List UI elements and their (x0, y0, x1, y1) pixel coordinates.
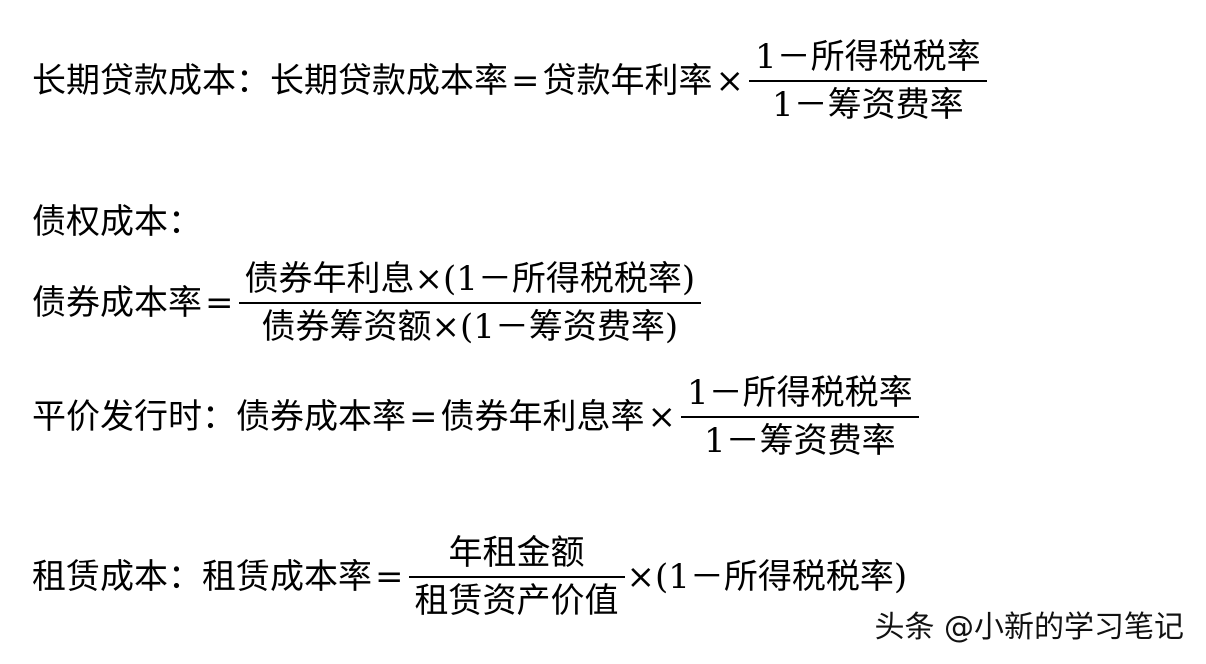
equals-sign: = (375, 557, 404, 597)
lease-tax-suffix: ×(1－所得税税率) (626, 557, 908, 597)
fraction-denominator: 1－筹资费率 (772, 85, 964, 125)
fraction-denominator: 租赁资产价值 (414, 581, 619, 621)
formula-bond-cost: 债券成本率 = 债券年利息×(1－所得税税率) 债券筹资额×(1－筹资费率) (32, 262, 703, 344)
lease-cost-lhs: 租赁成本率 (202, 557, 372, 597)
loan-cost-label: 长期贷款成本： (32, 61, 270, 101)
bond-cost-lhs: 债券成本率 (32, 283, 202, 323)
fraction-numerator: 1－所得税税率 (687, 373, 913, 413)
fraction-numerator: 1－所得税税率 (755, 37, 981, 77)
loan-cost-lhs: 长期贷款成本率 (270, 61, 508, 101)
bond-fraction: 债券年利息×(1－所得税税率) 债券筹资额×(1－筹资费率) (238, 259, 702, 347)
fraction-denominator: 债券筹资额×(1－筹资费率) (261, 307, 679, 347)
times-sign: × (715, 61, 745, 101)
lease-fraction: 年租金额 租赁资产价值 (408, 533, 625, 621)
par-interest-factor: 债券年利息率 (440, 397, 645, 437)
fraction-bar (749, 80, 987, 82)
loan-rate-factor: 贷款年利率 (542, 61, 713, 101)
fraction-bar (681, 416, 919, 418)
bond-heading-text: 债权成本： (32, 202, 202, 242)
equals-sign: = (409, 397, 438, 437)
par-fraction: 1－所得税税率 1－筹资费率 (681, 376, 919, 458)
fraction-bar (408, 576, 625, 578)
lease-cost-label: 租赁成本： (32, 557, 202, 597)
fraction-denominator: 1－筹资费率 (704, 421, 896, 461)
fraction-numerator: 债券年利息×(1－所得税税率) (244, 259, 696, 299)
watermark: 头条 @小新的学习笔记 (874, 610, 1184, 645)
par-bond-lhs: 债券成本率 (236, 397, 406, 437)
equals-sign: = (205, 283, 234, 323)
par-issue-label: 平价发行时： (32, 397, 236, 437)
loan-fraction: 1－所得税税率 1－筹资费率 (749, 40, 987, 122)
section-bond-heading: 债权成本： (32, 205, 202, 239)
times-sign: × (647, 397, 677, 437)
fraction-numerator: 年租金额 (448, 533, 585, 573)
formula-loan-cost: 长期贷款成本： 长期贷款成本率 = 贷款年利率 × 1－所得税税率 1－筹资费率 (32, 40, 989, 122)
equals-sign: = (511, 61, 540, 101)
fraction-bar (238, 302, 702, 304)
formula-lease-cost: 租赁成本： 租赁成本率 = 年租金额 租赁资产价值 ×(1－所得税税率) (32, 536, 907, 618)
formula-par-issue: 平价发行时： 债券成本率 = 债券年利息率 × 1－所得税税率 1－筹资费率 (32, 376, 921, 458)
